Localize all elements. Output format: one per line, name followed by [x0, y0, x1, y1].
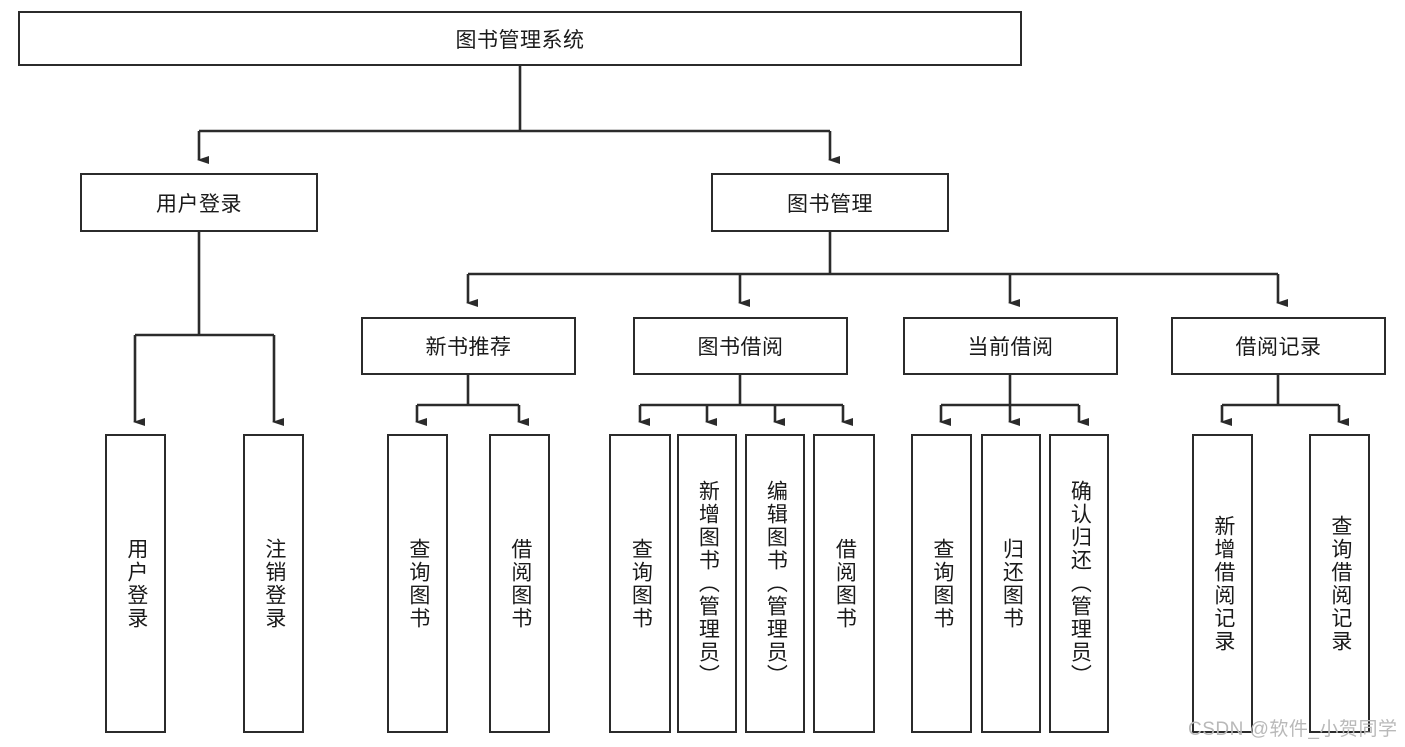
leaf-user-login-signout[interactable]: 注销登录: [243, 434, 304, 733]
leaf-label: 编辑图书（管理员）: [764, 480, 788, 687]
node-borrow-records[interactable]: 借阅记录: [1171, 317, 1386, 375]
leaf-current-confirm-return-admin[interactable]: 确认归还（管理员）: [1049, 434, 1109, 733]
leaf-label: 借阅图书: [508, 537, 532, 630]
node-borrow-records-label: 借阅记录: [1235, 336, 1322, 359]
leaf-label: 归还图书: [1000, 537, 1024, 630]
leaf-label: 用户登录: [124, 537, 148, 630]
leaf-label: 注销登录: [262, 537, 286, 630]
leaf-label: 查询图书: [629, 537, 653, 630]
csdn-watermark: CSDN @软件_小贺同学: [1188, 719, 1398, 740]
leaf-label: 新增图书（管理员）: [696, 480, 720, 687]
leaf-borrow-add-book-admin[interactable]: 新增图书（管理员）: [677, 434, 737, 733]
node-book-borrow-label: 图书借阅: [697, 336, 784, 359]
node-new-book-recommend-label: 新书推荐: [425, 336, 512, 359]
leaf-label: 借阅图书: [833, 537, 857, 630]
leaf-borrow-borrow-book[interactable]: 借阅图书: [813, 434, 875, 733]
node-root[interactable]: 图书管理系统: [18, 11, 1022, 66]
node-current-borrow[interactable]: 当前借阅: [903, 317, 1118, 375]
leaf-current-return-book[interactable]: 归还图书: [981, 434, 1041, 733]
leaf-borrow-query-book[interactable]: 查询图书: [609, 434, 671, 733]
leaf-label: 新增借阅记录: [1211, 514, 1235, 653]
leaf-current-query-book[interactable]: 查询图书: [911, 434, 972, 733]
leaf-borrow-edit-book-admin[interactable]: 编辑图书（管理员）: [745, 434, 805, 733]
leaf-records-query-record[interactable]: 查询借阅记录: [1309, 434, 1370, 733]
leaf-user-login-signin[interactable]: 用户登录: [105, 434, 166, 733]
node-book-management[interactable]: 图书管理: [711, 173, 949, 232]
leaf-label: 查询借阅记录: [1328, 514, 1352, 653]
node-new-book-recommend[interactable]: 新书推荐: [361, 317, 576, 375]
node-current-borrow-label: 当前借阅: [967, 336, 1054, 359]
leaf-new-book-query[interactable]: 查询图书: [387, 434, 448, 733]
leaf-new-book-borrow[interactable]: 借阅图书: [489, 434, 550, 733]
leaf-label: 查询图书: [930, 537, 954, 630]
leaf-label: 查询图书: [406, 537, 430, 630]
node-root-label: 图书管理系统: [455, 28, 585, 52]
node-user-login-label: 用户登录: [156, 192, 242, 216]
node-user-login[interactable]: 用户登录: [80, 173, 318, 232]
node-book-borrow[interactable]: 图书借阅: [633, 317, 848, 375]
leaf-label: 确认归还（管理员）: [1068, 480, 1092, 687]
node-book-management-label: 图书管理: [787, 192, 873, 216]
leaf-records-add-record[interactable]: 新增借阅记录: [1192, 434, 1253, 733]
